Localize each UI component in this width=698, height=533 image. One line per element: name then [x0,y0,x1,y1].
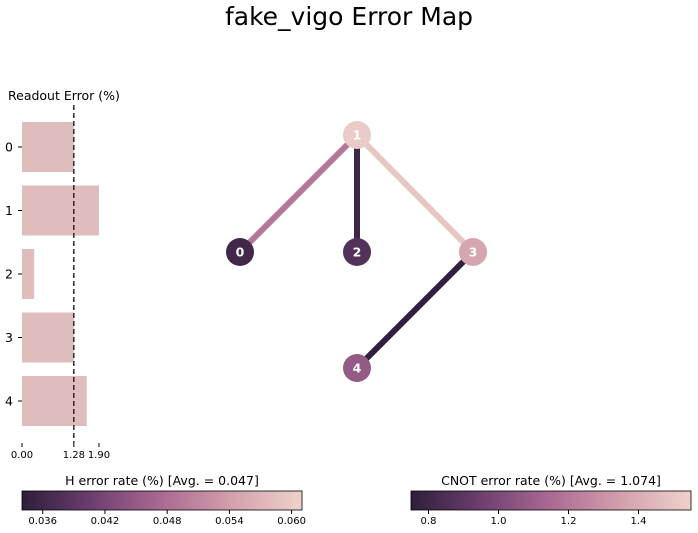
x-tick-label: 0.00 [11,450,33,461]
qubit-label: 2 [5,267,13,282]
coupling-map-edges [237,132,476,371]
x-tick-label: 1.28 [63,450,85,461]
coupling-map-nodes: 0 1 2 3 4 [226,121,487,382]
qubit-label: 4 [5,394,13,409]
colorbar-gradient [21,490,303,511]
h-colorbar-tick-label: 0.042 [91,516,120,527]
coupling-edge [237,132,360,255]
qubit-node-label: 1 [353,128,362,143]
readout-bar [22,122,74,172]
readout-bar [22,185,99,236]
h-colorbar-tick-label: 0.060 [277,516,306,527]
qubit-node [459,238,487,266]
h-colorbar-title: H error rate (%) [Avg. = 0.047] [65,473,259,488]
h-colorbar-tick-label: 0.036 [28,516,57,527]
x-tick-label: 1.90 [88,450,110,461]
qubit-node-label: 3 [469,245,478,260]
coupling-edge [354,132,476,255]
cnot-colorbar-tick-label: 1.4 [631,516,647,527]
readout-bar [22,312,74,363]
cnot-colorbar-tick-label: 1.0 [491,516,507,527]
qubit-node [343,121,371,149]
qubit-label: 0 [5,140,13,155]
qubit-label: 1 [5,203,13,218]
qubit-node-label: 0 [236,245,245,260]
qubit-node [343,238,371,266]
cnot-colorbar-title: CNOT error rate (%) [Avg. = 1.074] [441,473,661,488]
readout-bar [22,376,87,426]
qubit-node-label: 4 [353,361,362,376]
cnot-error-colorbar: 0.8 1.0 1.2 1.4 [410,490,692,527]
colorbar-gradient [410,490,692,511]
figure-title: fake_vigo Error Map [224,2,474,31]
readout-bar [22,249,35,299]
qubit-node [343,354,371,382]
coupling-edge [354,249,476,371]
h-colorbar-tick-label: 0.048 [153,516,182,527]
cnot-colorbar-tick-label: 1.2 [561,516,577,527]
h-colorbar-tick-label: 0.054 [215,516,244,527]
qubit-node-label: 2 [353,245,362,260]
cnot-colorbar-tick-label: 0.8 [421,516,437,527]
readout-error-title: Readout Error (%) [8,88,120,103]
qubit-node [226,238,254,266]
h-error-colorbar: 0.036 0.042 0.048 0.054 0.060 [21,490,306,527]
qubit-label: 3 [5,330,13,345]
